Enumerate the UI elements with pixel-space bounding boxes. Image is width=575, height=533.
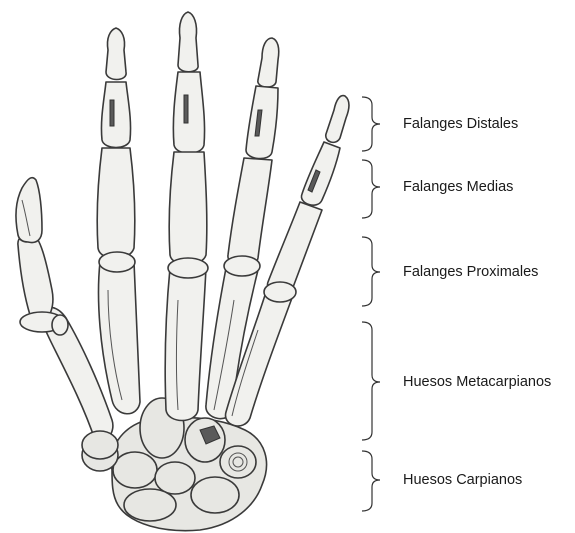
index-finger-bones: [97, 28, 140, 414]
label-carpal-bones: Huesos Carpianos: [403, 473, 522, 488]
brace-distal: [362, 97, 380, 151]
brace-middle: [362, 160, 380, 218]
label-distal-phalanges: Falanges Distales: [403, 117, 518, 132]
middle-finger-bones: [165, 12, 208, 421]
brace-proximal: [362, 237, 380, 306]
label-metacarpal-bones: Huesos Metacarpianos: [403, 375, 551, 390]
label-proximal-phalanges: Falanges Proximales: [403, 265, 538, 280]
label-middle-phalanges: Falanges Medias: [403, 180, 513, 195]
brace-carpal: [362, 451, 380, 511]
brace-metacarpal: [362, 322, 380, 440]
label-braces: [362, 97, 380, 511]
